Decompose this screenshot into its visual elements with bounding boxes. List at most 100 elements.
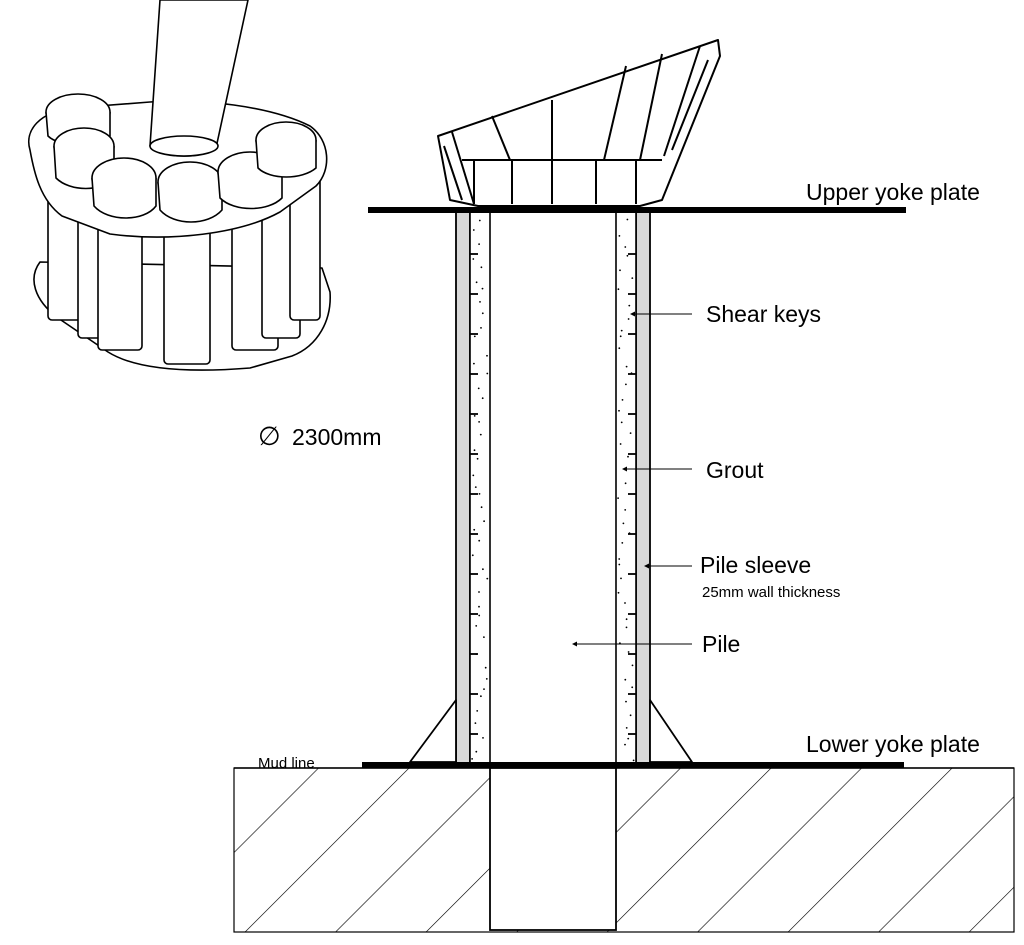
pile-below-mudline: [489, 767, 617, 931]
grout-dot: [627, 318, 630, 320]
iso-sleeve-rings: [45, 93, 317, 223]
grout-dot: [486, 354, 488, 357]
grout-dot: [480, 327, 482, 329]
grout-dot: [625, 626, 628, 629]
grout-dot: [473, 528, 476, 531]
grout-dot: [478, 614, 481, 617]
label-mud-line: Mud line: [258, 755, 315, 772]
label-pile-sleeve: Pile sleeve: [700, 552, 811, 578]
grout-dot: [625, 727, 628, 729]
grout-dot: [483, 520, 485, 523]
upper-connection-block: [437, 39, 721, 207]
grout-dot: [481, 287, 484, 290]
grout-dot: [629, 432, 632, 434]
grout-dot: [479, 301, 481, 303]
grout-dot: [480, 266, 483, 269]
grout-dot: [478, 421, 480, 423]
grout-dot: [618, 235, 621, 237]
upper-yoke-plate: [368, 207, 906, 213]
grout-dot: [619, 269, 621, 272]
grout-dot: [480, 506, 483, 509]
label-diameter: 2300mm: [292, 424, 381, 450]
grout-dot: [631, 277, 634, 279]
grout-dot: [632, 759, 635, 762]
grout-dot: [619, 443, 622, 445]
grout-dot: [481, 397, 484, 400]
label-pile: Pile: [702, 631, 740, 657]
grout-dot: [617, 497, 619, 499]
grout-dot: [481, 312, 484, 315]
leader-lines: [572, 311, 692, 647]
iso-shaft-base: [149, 135, 219, 157]
sleeve-wall-right: [635, 209, 651, 765]
gusset-right: [649, 699, 693, 763]
grout-dot: [477, 387, 480, 390]
grout-dot: [627, 651, 630, 653]
grout-dot: [472, 474, 475, 477]
grout-dot: [620, 329, 623, 332]
grout-dot: [478, 591, 480, 593]
grout-dot: [631, 664, 634, 667]
grout-dot: [478, 539, 481, 542]
base-gussets: [409, 699, 693, 763]
label-grout: Grout: [706, 457, 764, 483]
grout-dot: [624, 246, 627, 248]
grout-dot: [478, 243, 480, 246]
grout-dot: [628, 304, 631, 307]
grout-dot: [474, 722, 477, 724]
grout-dot: [471, 554, 474, 557]
grout-dot: [478, 605, 480, 608]
grout-dot: [629, 714, 632, 717]
grout-dot: [625, 618, 628, 621]
grout-dot: [626, 254, 629, 257]
grout-dot: [473, 449, 476, 452]
grout-dot: [475, 625, 478, 627]
grout-dot: [483, 688, 485, 690]
grout-dot: [472, 258, 475, 260]
grout-annulus: [469, 209, 637, 765]
label-shear-keys: Shear keys: [706, 301, 821, 327]
grout-dot: [625, 700, 627, 703]
grout-dot: [473, 362, 475, 365]
grout-dot: [617, 591, 620, 594]
lower-yoke-plate: [362, 762, 904, 768]
grout-dot: [480, 695, 482, 698]
grout-dot: [485, 678, 488, 680]
grout-dot: [621, 399, 624, 401]
grout-dot: [619, 335, 622, 338]
diameter-callout: ∅ 2300mm: [258, 421, 381, 451]
grout-dot: [618, 347, 621, 350]
grout-dot: [625, 383, 627, 386]
grout-dot: [624, 602, 626, 604]
grout-dot: [627, 455, 629, 458]
grout-dot: [618, 558, 621, 560]
grout-dot: [478, 493, 481, 495]
grout-dot: [475, 750, 478, 753]
grout-dot: [626, 218, 629, 221]
grout-dot: [476, 457, 479, 460]
seabed-hatched-soil: [233, 767, 1015, 933]
grout-dot: [620, 421, 623, 424]
grout-dot: [627, 737, 630, 740]
gusset-left: [409, 699, 457, 763]
grout-dot: [473, 415, 476, 417]
grout-dot: [483, 636, 485, 638]
sleeve-wall-left: [455, 209, 471, 765]
grout-stipple: [471, 218, 635, 762]
label-upper-yoke-plate: Upper yoke plate: [806, 179, 980, 205]
label-pile-sleeve-note: 25mm wall thickness: [702, 584, 840, 601]
grout-dot: [625, 365, 628, 368]
grout-dot: [474, 486, 477, 488]
grout-dot: [617, 288, 620, 291]
grout-dot: [472, 229, 475, 231]
shear-keys: [470, 253, 636, 735]
grout-dot: [476, 710, 479, 712]
label-lower-yoke-plate: Lower yoke plate: [806, 731, 980, 757]
grout-dot: [471, 758, 473, 760]
grout-dot: [624, 743, 626, 746]
grout-dot: [618, 563, 621, 566]
grout-dot: [478, 219, 481, 222]
grout-dot: [486, 577, 489, 580]
grout-dot: [631, 686, 634, 689]
